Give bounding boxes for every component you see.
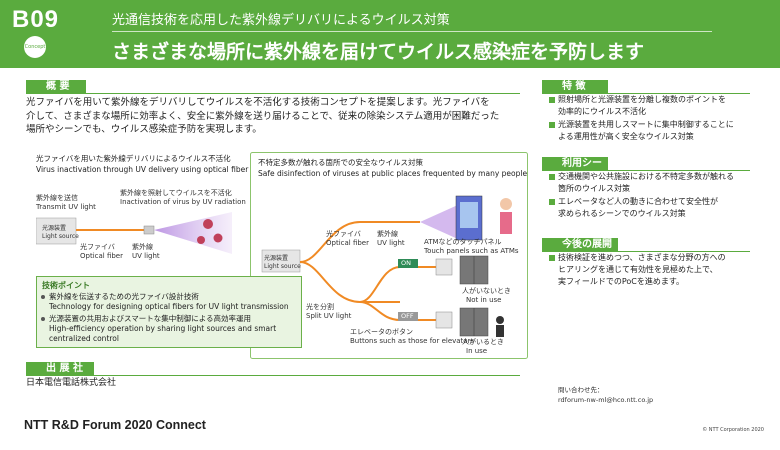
usage-item: エレベータなど人の動きに合わせて安全性が 求められるシーンでのウイルス対策 bbox=[549, 196, 758, 220]
overview-heading: 概 要 bbox=[26, 80, 86, 93]
uv-label-jp: 紫外線 bbox=[132, 243, 153, 251]
feature-item: 光源装置を共用しスマートに集中制御することに よる運用性が高く安全なウイルス対策 bbox=[549, 119, 758, 143]
header-title: さまざまな場所に紫外線を届けてウイルス感染症を予防します bbox=[112, 41, 645, 63]
tech-points-heading: 技術ポイント bbox=[42, 281, 90, 290]
usage-rule bbox=[542, 170, 750, 171]
future-heading: 今後の展開 bbox=[542, 238, 618, 251]
feature-item: 照射場所と光源装置を分離し複数のポイントを 効率的にウイルス不活化 bbox=[549, 94, 758, 118]
features-heading: 特 徴 bbox=[542, 80, 608, 93]
features-rule bbox=[542, 93, 750, 94]
future-item: 技術検証を進めつつ、さまざまな分野の方への ヒアリングを通じて有効性を見極めた上… bbox=[549, 252, 763, 288]
usage-line: 交通機関や公共施設における不特定多数が触れる bbox=[558, 172, 734, 181]
uv-label-en: UV light bbox=[132, 252, 160, 260]
bullet-dot-icon bbox=[41, 295, 45, 299]
future-rule bbox=[542, 251, 750, 252]
copyright: © NTT Corporation 2020 bbox=[702, 427, 764, 433]
feature-line: よる運用性が高く安全なウイルス対策 bbox=[558, 132, 694, 141]
future-line: 技術検証を進めつつ、さまざまな分野の方への bbox=[558, 253, 726, 262]
forum-title: NTT R&D Forum 2020 Connect bbox=[24, 418, 206, 432]
tech-point-item: 光源装置の共用およびスマートな集中制御による高効率運用 High-efficie… bbox=[41, 314, 299, 344]
future-line: ヒアリングを通じて有効性を見極めた上で、 bbox=[558, 265, 718, 274]
in-use-label-en: In use bbox=[466, 347, 488, 355]
uv2-label-jp: 紫外線 bbox=[377, 230, 398, 238]
light-source2-label-en: Light source bbox=[264, 263, 301, 270]
bullet-square-icon bbox=[549, 255, 555, 261]
not-in-use-label-jp: 人がいないとき bbox=[462, 287, 511, 295]
diagram1-title-en: Virus inactivation through UV delivery u… bbox=[36, 165, 249, 174]
bullet-dot-icon bbox=[41, 317, 45, 321]
tech-point-jp: 光源装置の共用およびスマートな集中制御による高効率運用 bbox=[49, 314, 252, 323]
light-source-label-jp: 光源装置 bbox=[42, 225, 67, 232]
usage-item: 交通機関や公共施設における不特定多数が触れる 箇所のウイルス対策 bbox=[549, 171, 758, 195]
atm-label-jp: ATMなどのタッチパネル bbox=[424, 238, 502, 246]
bullet-square-icon bbox=[549, 97, 555, 103]
contact-email: rdforum-nw-ml@hco.ntt.co.jp bbox=[558, 396, 654, 404]
diagram1-title-jp: 光ファイバを用いた紫外線デリバリによるウイルス不活化 bbox=[36, 154, 231, 163]
fiber2-label-jp: 光ファイバ bbox=[326, 230, 361, 238]
uv2-label-en: UV light bbox=[377, 239, 405, 247]
in-use-label-jp: 人がいるとき bbox=[462, 338, 504, 346]
overview-rule bbox=[26, 93, 520, 94]
irradiate-label-jp: 紫外線を照射してウイルスを不活化 bbox=[120, 189, 232, 197]
overview-line: 場所やシーンでも、ウイルス感染症予防を実現します。 bbox=[26, 124, 262, 135]
on-indicator: ON bbox=[401, 259, 411, 267]
not-in-use-label-en: Not in use bbox=[466, 296, 502, 304]
publisher-name: 日本電信電話株式会社 bbox=[26, 378, 117, 388]
usage-heading: 利用シーン bbox=[542, 157, 608, 182]
exhibit-code: B09 bbox=[12, 6, 60, 33]
light-source2-label-jp: 光源装置 bbox=[264, 255, 289, 262]
diagram2-title-en: Safe disinfection of viruses at public p… bbox=[258, 169, 528, 178]
future-line: 実フィールドでのPoCを進めます。 bbox=[558, 277, 685, 286]
concept-badge: Concept bbox=[24, 36, 46, 58]
tech-point-en: Technology for designing optical fibers … bbox=[49, 302, 289, 311]
fiber2-label-en: Optical fiber bbox=[326, 239, 369, 247]
transmit-label-jp: 紫外線を送信 bbox=[36, 194, 78, 202]
elevator-label-jp: エレベータのボタン bbox=[350, 328, 413, 336]
transmit-label-en: Transmit UV light bbox=[36, 203, 96, 211]
header-banner: B09 Concept 光通信技術を応用した紫外線デリバリによるウイルス対策 さ… bbox=[0, 0, 780, 68]
tech-point-item: 紫外線を伝送するための光ファイバ設計技術 Technology for desi… bbox=[41, 292, 299, 312]
overview-text: 光ファイバを用いて紫外線をデリバリしてウイルスを不活化する技術コンセプトを提案し… bbox=[26, 96, 526, 137]
contact-label: 問い合わせ先： bbox=[558, 386, 604, 394]
diagram2-title-jp: 不特定多数が触れる箇所での安全なウイルス対策 bbox=[258, 158, 423, 167]
feature-line: 効率的にウイルス不活化 bbox=[558, 107, 646, 116]
uv-fiber-illustration bbox=[36, 212, 232, 254]
bullet-square-icon bbox=[549, 199, 555, 205]
overview-line: 光ファイバを用いて紫外線をデリバリしてウイルスを不活化する技術コンセプトを提案し… bbox=[26, 97, 490, 108]
tech-points-box: 技術ポイント 紫外線を伝送するための光ファイバ設計技術 Technology f… bbox=[36, 276, 302, 348]
publisher-heading: 出 展 社 bbox=[26, 362, 94, 375]
tech-point-en: High-efficiency operation by sharing lig… bbox=[49, 324, 277, 343]
elevator-label-en: Buttons such as those for elevators bbox=[350, 337, 475, 345]
fiber-label-jp: 光ファイバ bbox=[80, 243, 115, 251]
irradiate-label-en: Inactivation of virus by UV radiation bbox=[120, 198, 246, 206]
usage-line: 箇所のウイルス対策 bbox=[558, 184, 630, 193]
public-place-diagram bbox=[250, 152, 528, 359]
overview-line: 介して、さまざまな場所に効率よく、安全に紫外線を送り届けることで、従来の除染シス… bbox=[26, 110, 500, 122]
split-label-en: Split UV light bbox=[306, 312, 352, 320]
publisher-rule bbox=[26, 375, 520, 376]
fiber-label-en: Optical fiber bbox=[80, 252, 123, 260]
light-source-label-en: Light source bbox=[42, 233, 79, 240]
atm-label-en: Touch panels such as ATMs bbox=[424, 247, 519, 255]
feature-line: 照射場所と光源装置を分離し複数のポイントを bbox=[558, 95, 726, 104]
usage-line: エレベータなど人の動きに合わせて安全性が bbox=[558, 197, 718, 206]
bullet-square-icon bbox=[549, 122, 555, 128]
split-label-jp: 光を分割 bbox=[306, 303, 334, 311]
usage-line: 求められるシーンでのウイルス対策 bbox=[558, 209, 686, 218]
off-indicator: OFF bbox=[401, 312, 414, 320]
header-divider bbox=[112, 31, 712, 32]
header-subtitle: 光通信技術を応用した紫外線デリバリによるウイルス対策 bbox=[112, 13, 450, 28]
feature-line: 光源装置を共用しスマートに集中制御することに bbox=[558, 120, 734, 129]
bullet-square-icon bbox=[549, 174, 555, 180]
tech-point-jp: 紫外線を伝送するための光ファイバ設計技術 bbox=[49, 292, 199, 301]
